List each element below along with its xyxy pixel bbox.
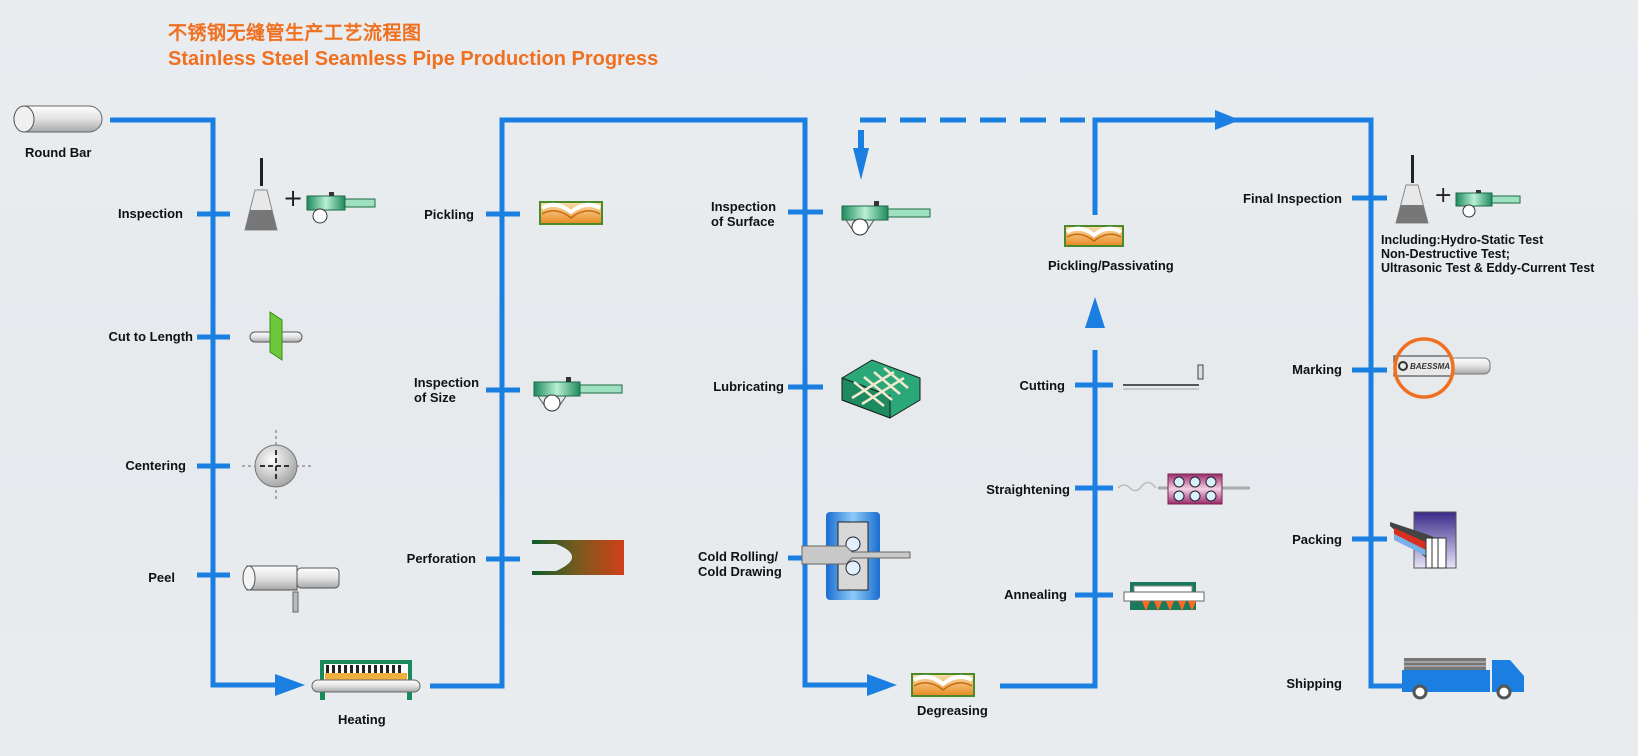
label-inspection-of-surface: Inspection of Surface [711, 199, 777, 229]
label-lubricating: Lubricating [713, 379, 784, 394]
flow-line-col4-top [1092, 117, 1412, 689]
rolling-mill-icon [801, 512, 911, 600]
packing-bundle-icon [1390, 511, 1457, 569]
arrow-right-top [1215, 110, 1240, 130]
svg-text:+: + [1434, 183, 1452, 208]
title-english: Stainless Steel Seamless Pipe Production… [168, 48, 659, 70]
flow-line-col4 [1000, 350, 1098, 689]
final-inspection-note: Including:Hydro-Static Test Non-Destruct… [1381, 233, 1595, 275]
peel-pipe-icon [242, 565, 340, 613]
label-cutting: Cutting [1019, 378, 1065, 393]
flow-line-col2 [430, 117, 878, 689]
pickling-tank-icon [539, 201, 603, 225]
label-round-bar: Round Bar [25, 145, 92, 160]
cutting-icon [1123, 364, 1204, 390]
label-cold-rolling-drawing: Cold Rolling/ Cold Drawing [698, 549, 782, 579]
label-inspection: Inspection [117, 206, 183, 221]
label-cut-to-length: Cut to Length [108, 329, 193, 344]
label-perforation: Perforation [406, 551, 476, 566]
flask-and-caliper-icon: + [1395, 155, 1521, 224]
degreasing-tank-icon [911, 673, 975, 697]
caliper-icon [841, 201, 931, 236]
round-bar-icon [13, 105, 103, 133]
flow-arrows [275, 110, 1240, 696]
label-degreasing: Degreasing [917, 703, 988, 718]
pickling-tank-icon [1064, 225, 1124, 247]
label-packing: Packing [1292, 532, 1342, 547]
heating-furnace-icon [311, 660, 421, 700]
label-straightening: Straightening [986, 482, 1070, 497]
label-centering: Centering [125, 458, 186, 473]
straightening-rollers-icon [1117, 473, 1250, 505]
flow-lines [110, 117, 1412, 689]
svg-text:+: + [283, 184, 303, 212]
title-chinese: 不锈钢无缝管生产工艺流程图 [168, 23, 422, 44]
marking-pipe-icon: BAESSMA [1393, 337, 1491, 399]
label-heating: Heating [338, 712, 386, 727]
arrow-up-pickling [1085, 297, 1105, 328]
perforation-icon [532, 540, 624, 575]
label-marking: Marking [1292, 362, 1342, 377]
label-annealing: Annealing [1004, 587, 1067, 602]
centering-target-icon [242, 430, 312, 500]
marking-text: BAESSMA [1410, 362, 1450, 371]
flask-and-caliper-icon: + [244, 158, 376, 231]
label-inspection-of-size: Inspection of Size [414, 375, 480, 405]
truck-icon [1402, 658, 1524, 700]
caliper-icon [533, 377, 623, 412]
arrow-right-heating [275, 674, 305, 696]
saw-cut-icon [249, 311, 303, 361]
label-final-inspection: Final Inspection [1243, 191, 1342, 206]
label-pickling-passivating: Pickling/Passivating [1048, 258, 1174, 273]
label-peel: Peel [148, 570, 175, 585]
arrow-right-degreasing [867, 674, 897, 696]
annealing-furnace-icon [1123, 582, 1205, 611]
lubricating-tank-icon [841, 359, 921, 419]
label-pickling: Pickling [424, 207, 474, 222]
arrow-down-surface [853, 148, 869, 180]
label-shipping: Shipping [1286, 676, 1342, 691]
flow-line-col1 [110, 117, 295, 688]
